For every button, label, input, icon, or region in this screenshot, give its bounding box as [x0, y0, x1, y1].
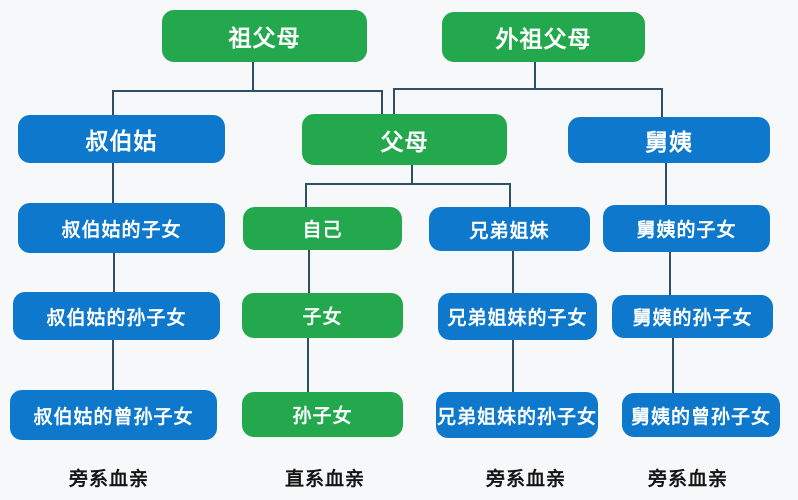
category-label-collateral-col1: 旁系血亲: [68, 469, 149, 490]
node-self: 自己: [243, 207, 402, 250]
node-maternal-grandparents: 外祖父母: [442, 12, 645, 62]
node-maternal-uncles-aunts-children: 舅姨的子女: [603, 205, 770, 252]
edge-maternal-grandparents-branch: [393, 88, 663, 118]
edge-paternal-grandparents-branch: [112, 90, 383, 116]
node-maternal-uncles-aunts-grandchildren: 舅姨的孙子女: [612, 295, 773, 338]
node-children: 子女: [242, 293, 403, 338]
node-paternal-uncles-aunts-grandchildren: 叔伯姑的孙子女: [13, 292, 220, 340]
node-maternal-uncles-aunts: 舅姨: [568, 117, 770, 163]
edge-parents-branch: [305, 183, 511, 208]
category-label-collateral-col3: 旁系血亲: [485, 469, 566, 490]
node-siblings-grandchildren: 兄弟姐妹的孙子女: [436, 392, 598, 438]
category-label-collateral-col4: 旁系血亲: [647, 469, 728, 490]
category-label-direct-col2: 直系血亲: [284, 469, 365, 490]
node-paternal-grandparents: 祖父母: [162, 10, 367, 62]
node-paternal-uncles-aunts: 叔伯姑: [18, 115, 225, 163]
node-maternal-uncles-aunts-great-grandchildren: 舅姨的曾孙子女: [622, 393, 780, 437]
node-siblings: 兄弟姐妹: [429, 207, 590, 251]
node-paternal-uncles-aunts-great-grandchildren: 叔伯姑的曾孙子女: [10, 390, 217, 440]
node-siblings-children: 兄弟姐妹的子女: [438, 293, 597, 340]
node-grandchildren: 孙子女: [242, 392, 403, 437]
node-parents: 父母: [302, 114, 507, 165]
node-paternal-uncles-aunts-children: 叔伯姑的子女: [18, 203, 225, 253]
